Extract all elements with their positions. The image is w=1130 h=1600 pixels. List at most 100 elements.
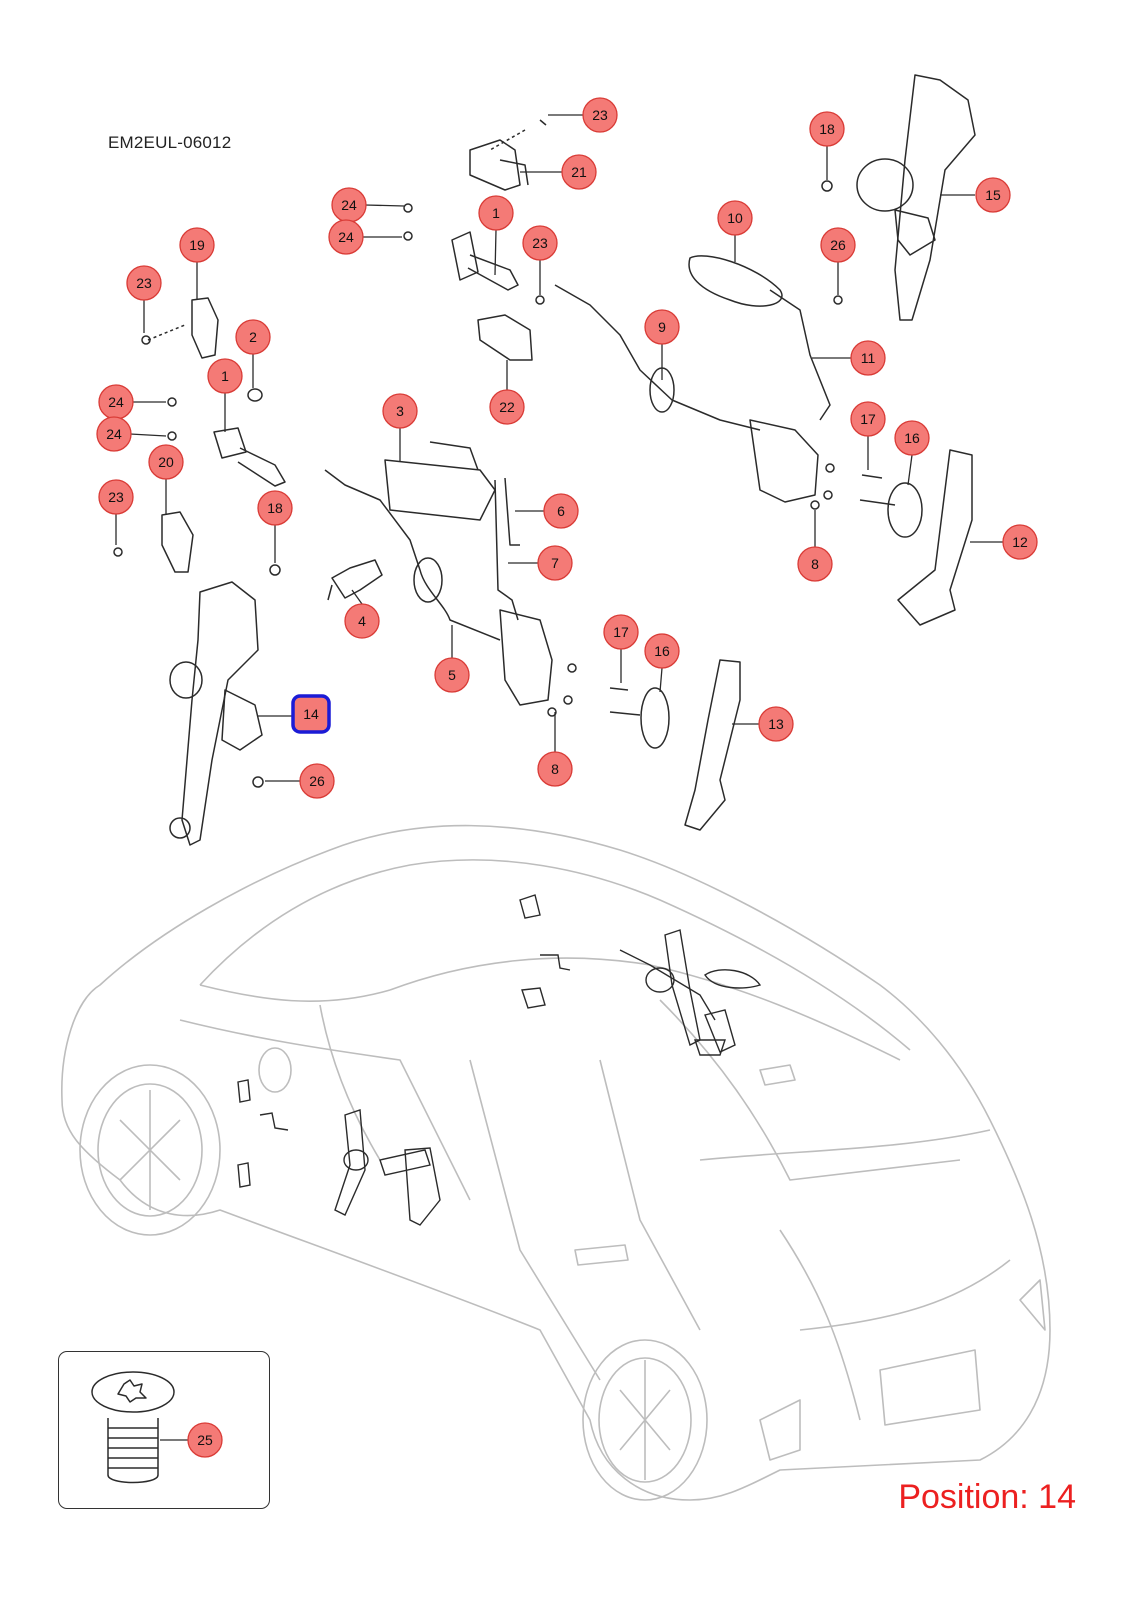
callout-18[interactable]: 18 <box>257 490 293 526</box>
callout-24[interactable]: 24 <box>96 416 132 452</box>
callout-26[interactable]: 26 <box>820 227 856 263</box>
callout-24[interactable]: 24 <box>331 187 367 223</box>
leader-lines <box>115 114 1003 1441</box>
outer-handle-rear <box>688 255 783 307</box>
cable-rear <box>554 284 831 431</box>
window-regulator-front <box>169 564 281 846</box>
callout-label: 15 <box>985 187 1001 203</box>
callout-label: 26 <box>830 237 846 253</box>
callout-label: 24 <box>108 394 124 410</box>
callout-label: 7 <box>551 555 559 571</box>
callout-label: 20 <box>158 454 174 470</box>
callout-label: 17 <box>613 624 629 640</box>
callout-label: 4 <box>358 613 366 629</box>
callout-7[interactable]: 7 <box>537 545 573 581</box>
callout-label: 22 <box>499 399 515 415</box>
position-label: Position: 14 <box>898 1478 1076 1516</box>
striker-rear <box>859 474 923 538</box>
callout-label: 5 <box>448 667 456 683</box>
callout-label: 16 <box>904 430 920 446</box>
callout-label: 25 <box>197 1432 213 1448</box>
callout-1[interactable]: 1 <box>478 195 514 231</box>
cable-front <box>324 469 501 641</box>
callout-23[interactable]: 23 <box>126 265 162 301</box>
callout-8[interactable]: 8 <box>797 546 833 582</box>
latch-rear <box>749 419 835 510</box>
callout-17[interactable]: 17 <box>850 401 886 437</box>
callout-label: 21 <box>571 164 587 180</box>
callout-label: 14 <box>303 706 319 722</box>
callout-16[interactable]: 16 <box>644 633 680 669</box>
callout-label: 9 <box>658 319 666 335</box>
callout-1[interactable]: 1 <box>207 358 243 394</box>
glass-run-rear <box>897 449 973 626</box>
callout-label: 23 <box>592 107 608 123</box>
callout-17[interactable]: 17 <box>603 614 639 650</box>
callouts: 23 21 24 1 24 19 23 2 1 24 24 20 23 18 3… <box>96 97 1038 1458</box>
outer-handle-front <box>384 441 496 521</box>
callout-21[interactable]: 21 <box>561 154 597 190</box>
callout-label: 23 <box>136 275 152 291</box>
window-regulator-rear <box>821 74 976 321</box>
callout-label: 18 <box>267 500 283 516</box>
callout-label: 24 <box>106 426 122 442</box>
callout-label: 11 <box>861 350 876 366</box>
callout-5[interactable]: 5 <box>434 657 470 693</box>
callout-label: 8 <box>811 556 819 572</box>
door-check-rear <box>403 203 519 291</box>
callout-26[interactable]: 26 <box>299 763 335 799</box>
callout-label: 16 <box>654 643 670 659</box>
screw-detail-inset <box>58 1351 270 1509</box>
callout-12[interactable]: 12 <box>1002 524 1038 560</box>
callout-4[interactable]: 4 <box>344 603 380 639</box>
callout-10[interactable]: 10 <box>717 200 753 236</box>
parts-artwork <box>91 74 976 1484</box>
callout-label: 2 <box>249 329 257 345</box>
callout-label: 24 <box>341 197 357 213</box>
callout-9[interactable]: 9 <box>644 309 680 345</box>
callout-24[interactable]: 24 <box>328 219 364 255</box>
hinge-lower-rear <box>477 295 545 361</box>
callout-23[interactable]: 23 <box>582 97 618 133</box>
lock-cylinder <box>327 559 383 601</box>
drawing-code: EM2EUL-06012 <box>108 133 232 152</box>
callout-25[interactable]: 25 <box>187 1422 223 1458</box>
glass-run-front <box>684 659 741 831</box>
vehicle-installed-parts <box>237 894 762 1226</box>
callout-label: 12 <box>1012 534 1028 550</box>
callout-14-selected[interactable]: 14 <box>291 694 331 734</box>
callout-label: 18 <box>819 121 835 137</box>
screw-detail <box>91 1371 175 1484</box>
callout-label: 3 <box>396 403 404 419</box>
callout-6[interactable]: 6 <box>543 493 579 529</box>
callout-label: 10 <box>727 210 743 226</box>
callout-18[interactable]: 18 <box>809 111 845 147</box>
callout-label: 6 <box>557 503 565 519</box>
hinge-lower-front <box>113 511 194 573</box>
striker-front <box>609 687 670 749</box>
callout-24[interactable]: 24 <box>98 384 134 420</box>
nut-2 <box>247 388 263 402</box>
vehicle-outline <box>61 824 1051 1501</box>
callout-2[interactable]: 2 <box>235 319 271 355</box>
callout-8[interactable]: 8 <box>537 751 573 787</box>
callout-16[interactable]: 16 <box>894 420 930 456</box>
callout-3[interactable]: 3 <box>382 393 418 429</box>
callout-15[interactable]: 15 <box>975 177 1011 213</box>
door-check-front <box>167 397 286 487</box>
callout-11[interactable]: 11 <box>850 340 886 376</box>
callout-13[interactable]: 13 <box>758 706 794 742</box>
callout-label: 23 <box>108 489 124 505</box>
callout-23[interactable]: 23 <box>522 225 558 261</box>
hinge-upper-front <box>141 297 219 359</box>
callout-22[interactable]: 22 <box>489 389 525 425</box>
callout-23[interactable]: 23 <box>98 479 134 515</box>
callout-label: 8 <box>551 761 559 777</box>
callout-label: 24 <box>338 229 354 245</box>
callout-label: 13 <box>768 716 784 732</box>
callout-19[interactable]: 19 <box>179 227 215 263</box>
latch-front <box>499 609 577 717</box>
callout-20[interactable]: 20 <box>148 444 184 480</box>
callout-label: 23 <box>532 235 548 251</box>
callout-label: 1 <box>492 205 500 221</box>
